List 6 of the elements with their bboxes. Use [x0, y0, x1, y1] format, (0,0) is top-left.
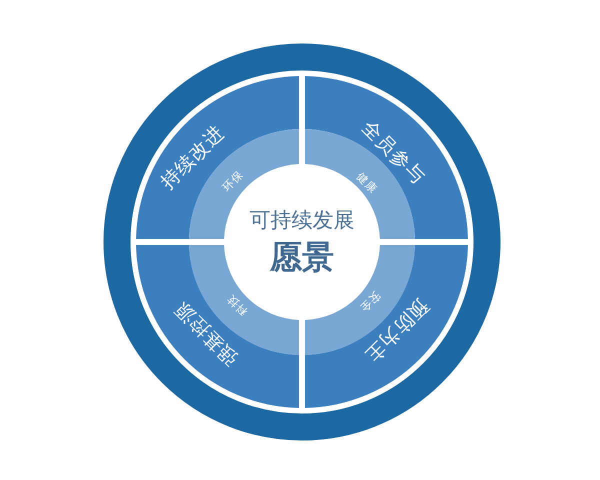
segment-label: 健康	[354, 170, 380, 196]
segment-label: 环保	[220, 168, 246, 194]
segment-label: 安全	[358, 290, 382, 314]
segment-label: 科技	[224, 292, 250, 318]
center-title: 愿景	[270, 237, 334, 278]
center-subtitle: 可持续发展	[250, 206, 354, 234]
